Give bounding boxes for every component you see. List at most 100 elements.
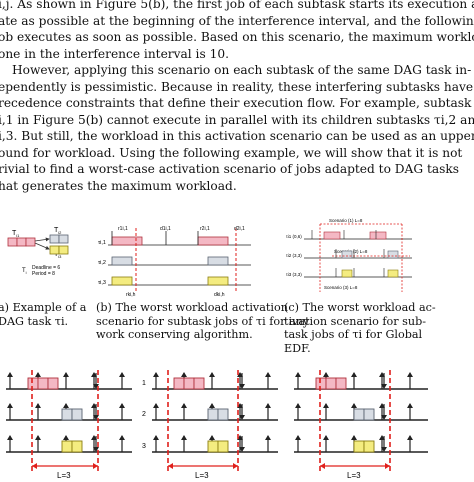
job-block (315, 377, 327, 390)
interval-label: L=3 (57, 471, 71, 480)
arrow-head (233, 463, 238, 469)
arrow-head (381, 384, 387, 389)
caption-line: DAG task τi. (0, 314, 69, 328)
row-label-2: τi,2 (98, 260, 106, 266)
arrow-head (351, 403, 357, 408)
text-line: rivial to find a worst-case activation s… (0, 162, 460, 176)
job-block (217, 440, 229, 453)
arrow-head (168, 463, 173, 469)
arrow-head (323, 403, 329, 408)
text-line: hat generates the maximum workload. (0, 178, 237, 193)
interval-label: L=3 (195, 471, 209, 480)
arrow-head (209, 403, 215, 408)
arrow-head (119, 372, 125, 377)
arrow-head (119, 435, 125, 440)
interval-label: L=3 (347, 471, 361, 480)
arrow-head (385, 463, 390, 469)
figure-a-dag: Ti1 Ti2 Ti3 Ti Deadline = 6 Period = 8 (7, 227, 69, 277)
job-block (341, 250, 353, 259)
row-number: 3 (142, 443, 146, 450)
text-line: i,3. But still, the workload in this act… (0, 129, 474, 143)
job-block (197, 236, 229, 246)
arrow-head (93, 463, 98, 469)
arrow-head (63, 372, 69, 377)
caption-line: a) Example of a (0, 301, 87, 314)
text-line: i,1 in Figure 5(b) cannot execute in par… (0, 112, 474, 127)
row-label-3: τi,3 (98, 280, 106, 286)
arrow-head (295, 435, 301, 440)
arrow-head (32, 463, 37, 469)
arrow-head (153, 403, 159, 408)
text-line: recedence constraints that define their … (0, 96, 472, 110)
text-line: ound for workload. Using the following e… (0, 145, 463, 160)
arrow-head (93, 415, 99, 420)
node-1-label: Ti1 (12, 230, 20, 238)
arrow-head (265, 403, 271, 408)
release-label: r1i,1 (118, 226, 128, 232)
arrow-head (381, 415, 387, 420)
caption-c: (c) The worst workload ac- tivation scen… (284, 301, 436, 355)
arrow-head (265, 372, 271, 377)
arrow-head (351, 435, 357, 440)
node-2-label: Ti2 (54, 227, 62, 235)
arrow-head (153, 435, 159, 440)
arrow-head (181, 435, 187, 440)
arrow-head (239, 384, 245, 389)
arrow-head (63, 435, 69, 440)
caption-line: (c) The worst workload ac- (284, 301, 436, 314)
row-label-3: τi3 (3,3) (286, 272, 302, 277)
job-block (37, 377, 49, 390)
arrow-head (295, 372, 301, 377)
arrow-head (7, 372, 13, 377)
text-line: i,j. As shown in Figure 5(b), the first … (0, 0, 474, 11)
figure-c-timeline: Scenario (1) L=8 Scenario (2) L=8 Scenar… (286, 218, 412, 292)
deadline-label: d1i,1 (160, 226, 171, 232)
arrow-head (7, 435, 13, 440)
row-number: 2 (142, 411, 146, 418)
arrow-head (209, 372, 215, 377)
job-block (325, 377, 337, 390)
job-block (369, 231, 387, 240)
caption-a: a) Example of a DAG task τi. (0, 301, 86, 328)
text-line: However, applying this scenario on each … (12, 63, 472, 77)
arrow-head (239, 415, 245, 420)
job-block (341, 269, 353, 278)
caption-b: (b) The worst workload activation scenar… (96, 301, 309, 342)
edge-1-2 (34, 237, 50, 242)
job-block (207, 440, 219, 453)
node-3 (49, 245, 69, 255)
arrow-head (323, 372, 329, 377)
job-block (363, 440, 375, 453)
arrow-head (93, 384, 99, 389)
text-line: one in the interference interval is 10. (0, 46, 229, 61)
arrow-head (93, 447, 99, 452)
caption-line: task jobs of τi for Global (284, 328, 423, 341)
job-block (183, 377, 195, 390)
job-block (387, 250, 399, 259)
row-label-2: τi2 (3,3) (286, 253, 302, 258)
job-block (173, 377, 185, 390)
text-line: ob executes as soon as possible. Based o… (0, 30, 474, 44)
job-block (323, 231, 341, 240)
job-block (353, 440, 365, 453)
caption-line: work conserving algorithm. (96, 328, 253, 341)
arrow-head (181, 372, 187, 377)
arrow-head (381, 447, 387, 452)
release-label: r2i,1 (200, 226, 210, 232)
caption-line: scenario for subtask jobs of τi for any (96, 314, 310, 328)
job-block (387, 269, 399, 278)
node-2 (49, 234, 69, 244)
arrow-head (153, 372, 159, 377)
job-block (363, 408, 375, 421)
text-line: ate as possible at the beginning of the … (0, 13, 474, 28)
row-label-1: τi1 (0,6) (286, 234, 302, 239)
job-block (207, 276, 229, 286)
arrow-head (35, 403, 41, 408)
arrow-head (35, 435, 41, 440)
job-block (335, 377, 347, 390)
job-block (111, 276, 133, 286)
arrow-head (209, 435, 215, 440)
edge-1-3 (34, 242, 50, 250)
deadline-label: d2i,1 (234, 226, 245, 232)
